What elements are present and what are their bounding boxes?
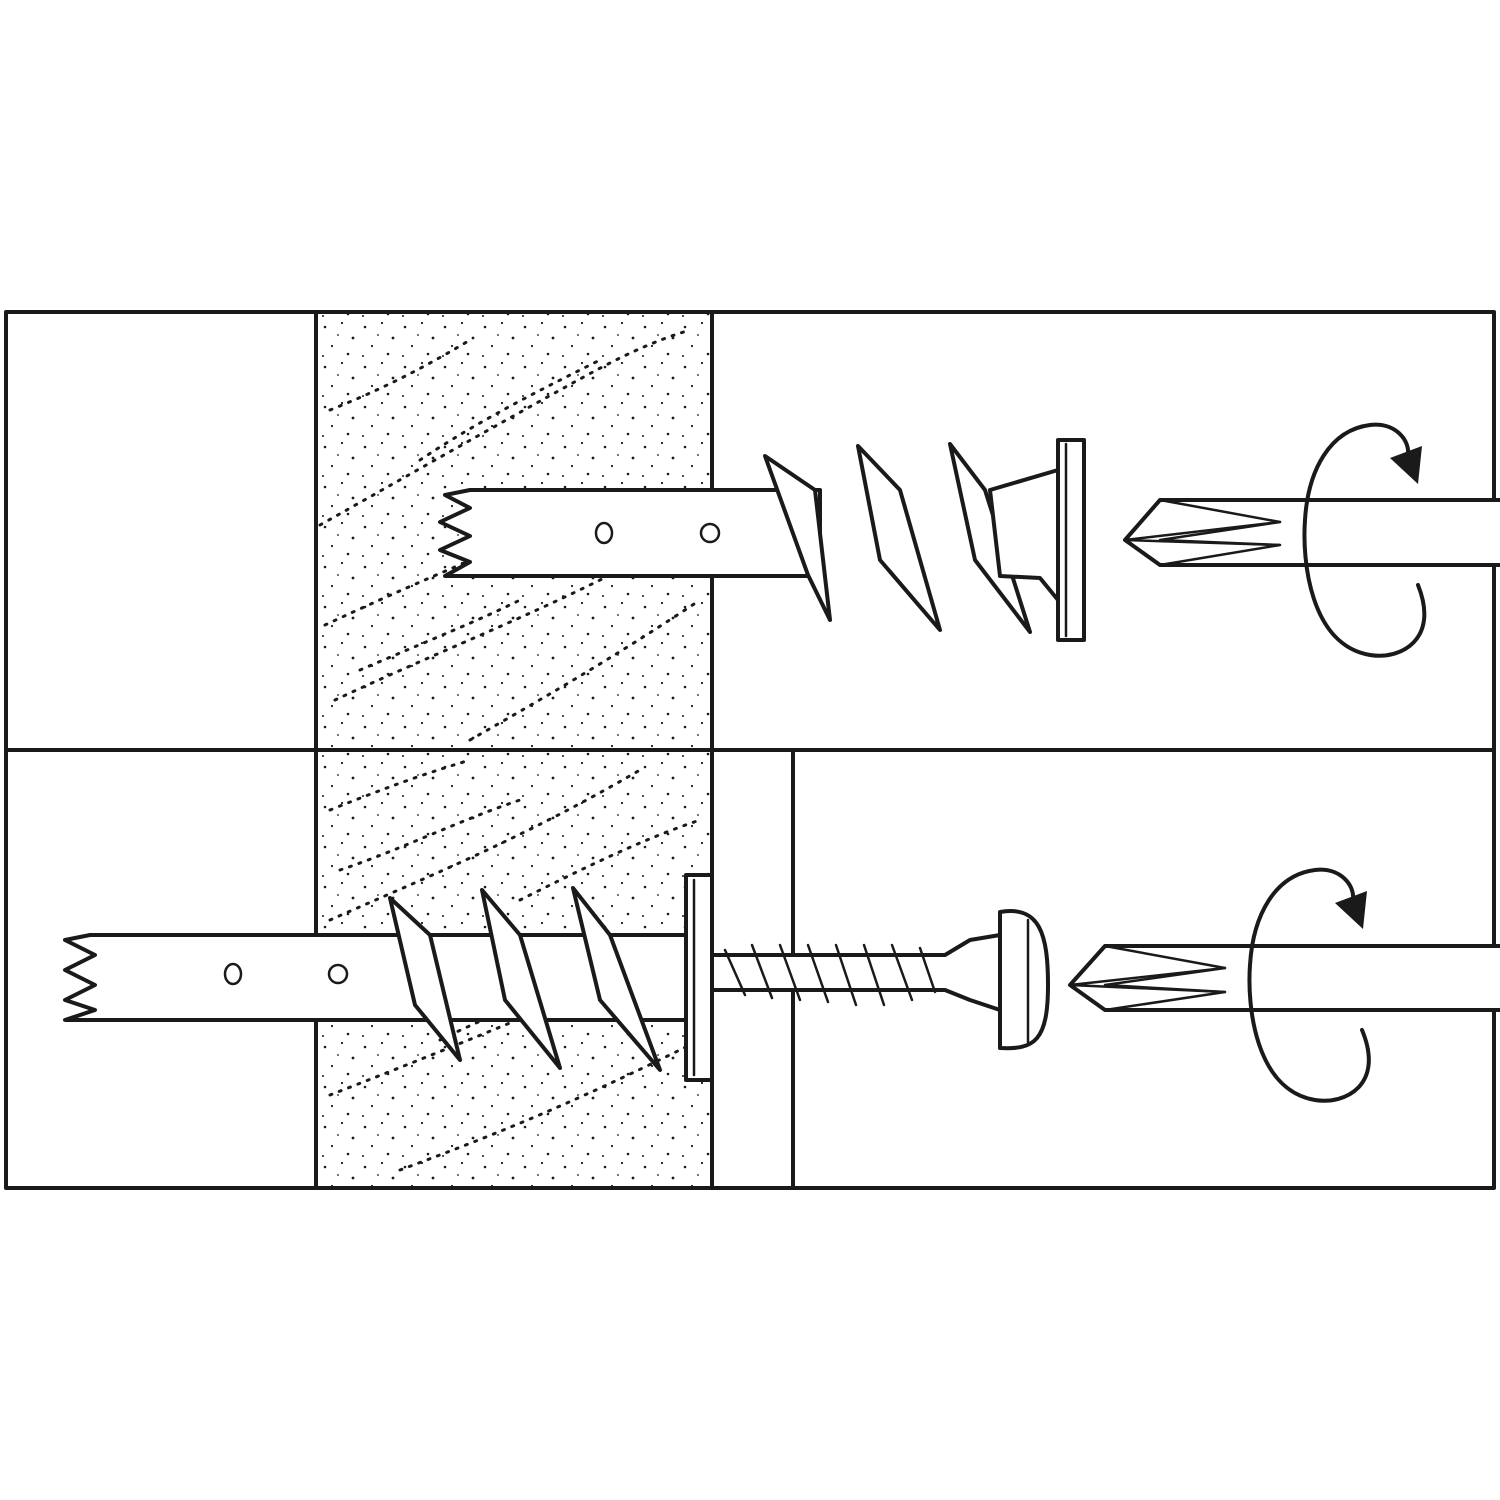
step-2-anchor-hole-icon — [223, 962, 243, 986]
step-2-anchor-hole-icon — [327, 963, 349, 985]
step-2-anchor-flange — [684, 873, 714, 1082]
step-2-drywall-anchor — [63, 873, 714, 1082]
step-1-anchor-hole-icon — [594, 521, 614, 545]
step-1-anchor-hole-icon — [699, 522, 721, 544]
step-1-panel — [4, 310, 1500, 752]
step-2-rotation-arrow-icon — [1247, 867, 1371, 1103]
step-1-anchor-flange — [1056, 438, 1086, 642]
step-2-screwdriver-icon — [1068, 944, 1500, 1012]
step-2-pan-head-screw — [710, 909, 1050, 1051]
step-1-screwdriver-icon — [1123, 498, 1500, 567]
step-1-drywall-anchor — [438, 438, 1086, 642]
step-1-rotation-arrow-icon — [1302, 422, 1427, 658]
step-2-panel — [4, 748, 1500, 1190]
